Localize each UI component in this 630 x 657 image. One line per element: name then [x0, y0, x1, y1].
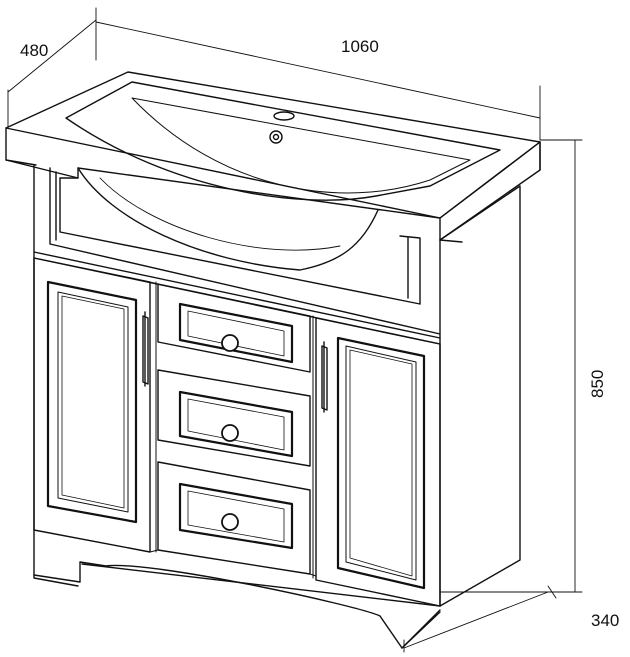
- cabinet-depth-dimension-label: 340: [591, 611, 620, 630]
- cabinet-body: [33, 164, 521, 649]
- washbasin: [5, 71, 541, 271]
- drawer-top: [157, 283, 311, 373]
- right-door: [315, 317, 441, 607]
- width-dimension-label: 1060: [341, 37, 379, 56]
- depth-dimension-label: 480: [20, 41, 49, 60]
- height-dimension-label: 850: [588, 369, 607, 398]
- drawer-top-knob: [221, 334, 239, 352]
- left-door-handle: [142, 311, 149, 387]
- drawer-bottom-knob: [221, 513, 239, 531]
- left-door: [33, 257, 151, 553]
- drawer-middle: [157, 369, 311, 467]
- dimension-lines: [7, 7, 583, 653]
- right-door-handle: [321, 341, 328, 413]
- drawer-middle-knob: [221, 424, 239, 442]
